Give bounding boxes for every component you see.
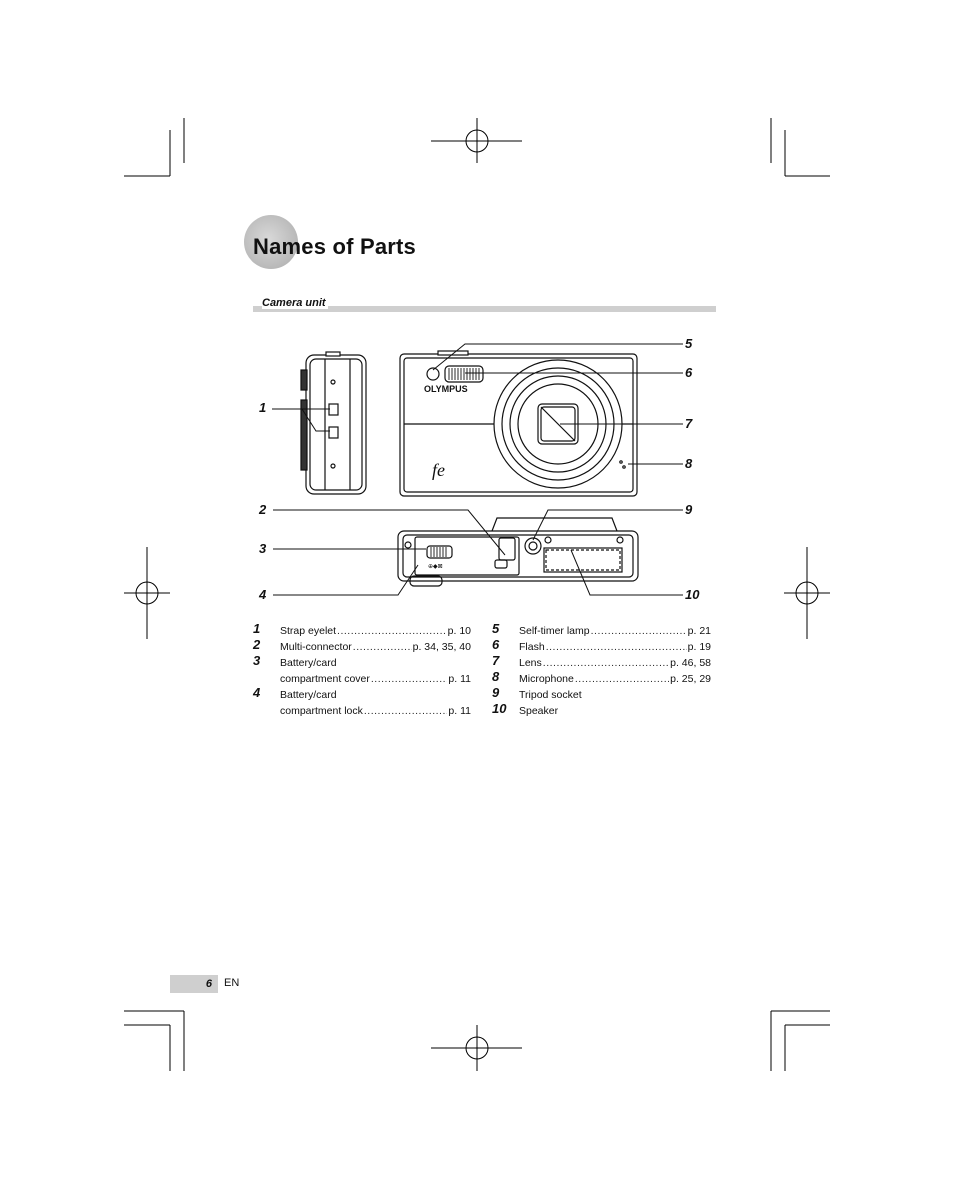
list-item-continuation: compartment lock p. 11: [253, 705, 471, 721]
part-name: Tripod socket: [519, 689, 582, 701]
camera-model-logo: fe: [432, 460, 445, 480]
camera-front-view: [399, 350, 638, 497]
part-name-cont: compartment cover: [280, 673, 370, 685]
page-number: 6: [170, 975, 218, 993]
language-code: EN: [224, 977, 240, 989]
lock-switch-label: ⊕◆⊠: [428, 563, 443, 570]
camera-diagram: OLYMPUS fe ⊕◆⊠: [272, 343, 683, 596]
registration-mark-top: [431, 118, 522, 163]
part-name: Battery/card: [280, 657, 337, 669]
page-title: Names of Parts: [253, 234, 416, 259]
parts-list-left: 1 Strap eyeletp. 10 2 Multi-connectorp. …: [253, 621, 471, 721]
part-page: p. 11: [448, 673, 471, 685]
list-item: 5 Self-timer lampp. 21: [492, 621, 711, 641]
registration-mark-bottom: [431, 1025, 522, 1071]
list-item: 7 Lensp. 46, 58: [492, 653, 711, 673]
camera-bottom-view: [397, 517, 639, 587]
list-item: 2 Multi-connectorp. 34, 35, 40: [253, 637, 471, 657]
part-page: p. 25, 29: [670, 673, 711, 685]
callout-4: 4: [259, 587, 267, 602]
callout-6: 6: [685, 365, 693, 380]
part-page: p. 19: [687, 641, 711, 653]
list-item: 9 Tripod socket: [492, 685, 582, 701]
camera-brand-logo: OLYMPUS: [424, 384, 468, 394]
part-page: p. 21: [687, 625, 711, 637]
callout-3: 3: [259, 541, 267, 556]
section-rule: [253, 306, 716, 312]
parts-list-right: 5 Self-timer lampp. 21 6 Flashp. 19 7 Le…: [492, 621, 711, 721]
part-page: p. 46, 58: [670, 657, 711, 669]
part-name: Lens: [519, 657, 542, 669]
list-item-continuation: compartment cover p. 11: [253, 673, 471, 689]
part-page: p. 34, 35, 40: [412, 641, 471, 653]
part-page: p. 11: [448, 705, 471, 717]
list-item: 1 Strap eyeletp. 10: [253, 621, 471, 641]
camera-side-view: [300, 351, 367, 495]
part-page: p. 10: [447, 625, 471, 637]
registration-mark-right: [784, 547, 830, 639]
part-name: Strap eyelet: [280, 625, 337, 637]
section-label: Camera unit: [262, 297, 328, 309]
list-item: 6 Flashp. 19: [492, 637, 711, 657]
callout-8: 8: [685, 456, 693, 471]
leader-lines: [272, 343, 683, 596]
callout-5: 5: [685, 336, 693, 351]
part-name: Self-timer lamp: [519, 625, 590, 637]
part-name: Speaker: [519, 705, 559, 717]
part-name: Multi-connector: [280, 641, 352, 653]
registration-mark-left: [124, 547, 170, 639]
part-name: Microphone: [519, 673, 574, 685]
title-badge-icon: [244, 215, 298, 269]
part-name: Flash: [519, 641, 545, 653]
callout-2: 2: [259, 502, 267, 517]
callout-7: 7: [685, 416, 693, 431]
list-item: 10 Speaker: [492, 701, 559, 717]
part-name: Battery/card: [280, 689, 337, 701]
callout-1: 1: [259, 400, 267, 415]
callout-10: 10: [685, 587, 700, 602]
part-name-cont: compartment lock: [280, 705, 363, 717]
list-item: 4 Battery/card: [253, 685, 337, 701]
list-item: 3 Battery/card: [253, 653, 337, 669]
list-item: 8 Microphonep. 25, 29: [492, 669, 711, 689]
callout-9: 9: [685, 502, 693, 517]
